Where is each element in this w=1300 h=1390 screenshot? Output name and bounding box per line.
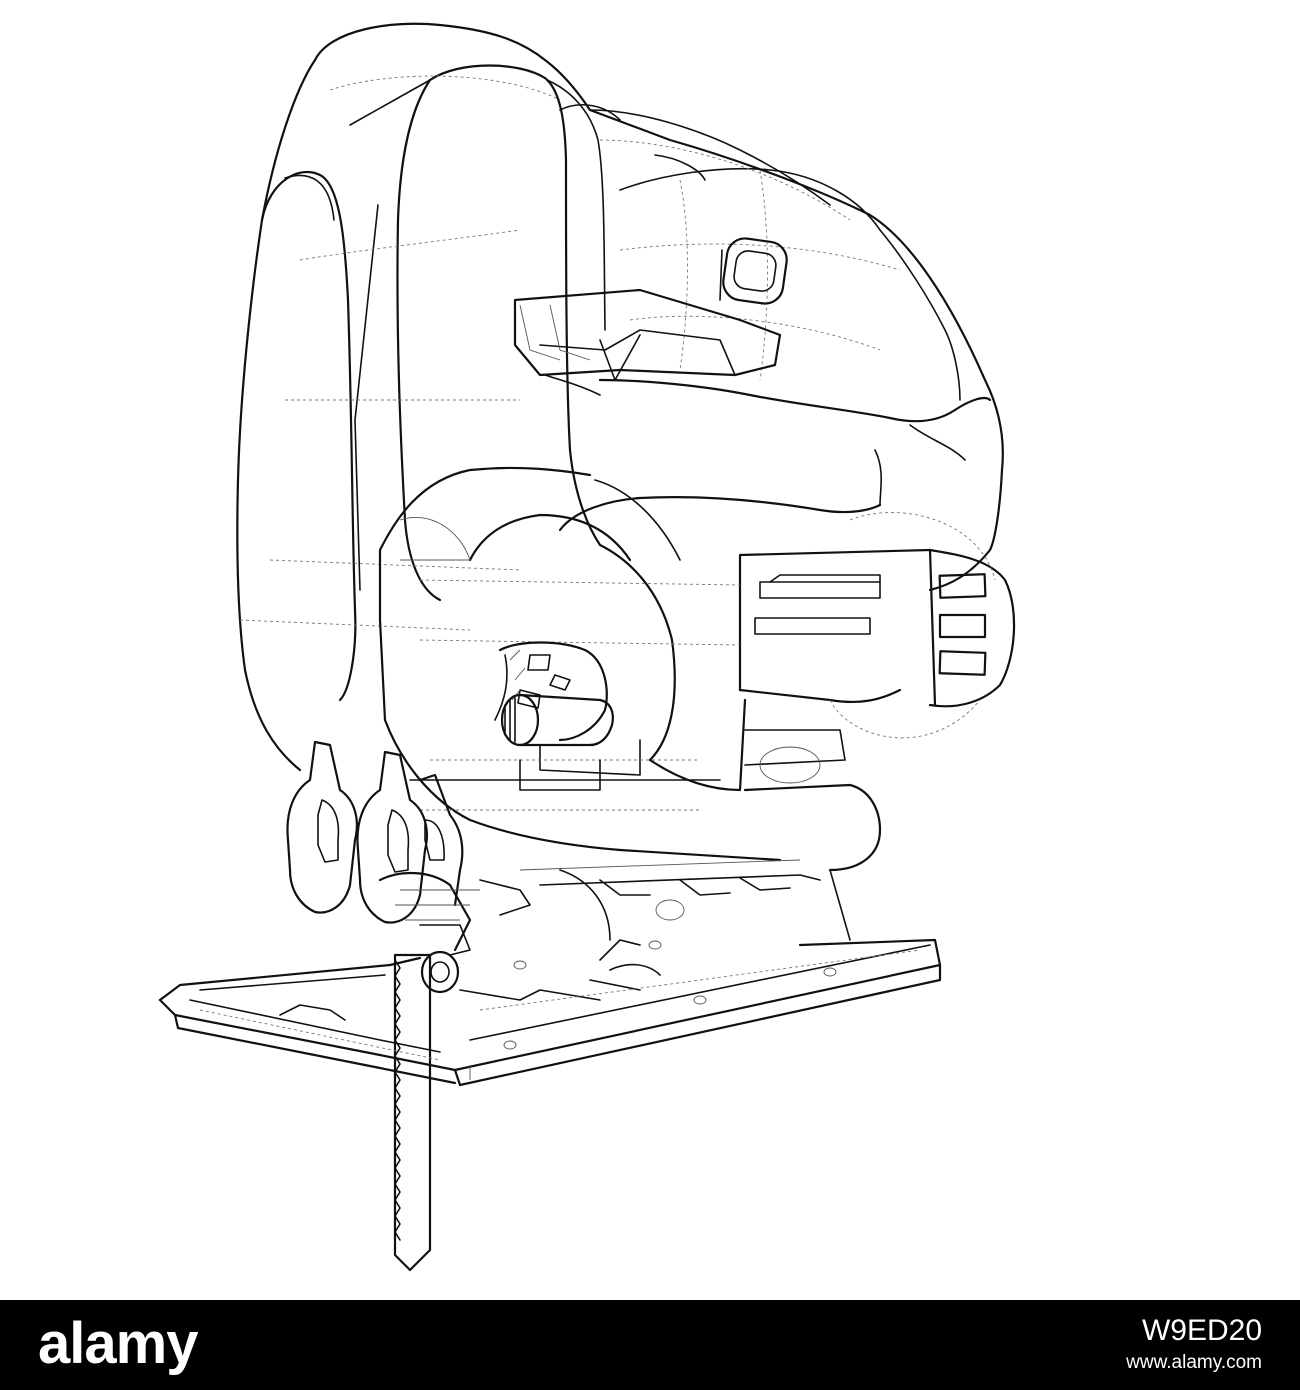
saw-blade <box>393 953 432 1272</box>
jigsaw-wireframe-illustration <box>158 22 1016 1272</box>
trigger-lock-button <box>719 237 788 305</box>
grip-lower-arch <box>558 378 992 532</box>
site-url-label: www.alamy.com <box>1126 1352 1262 1373</box>
image-id-label: W9ED20 <box>1141 1314 1262 1347</box>
blade-clamp-assembly <box>286 740 531 994</box>
handle-outer-shell <box>236 22 1004 772</box>
watermark-footer: alamy W9ED20 www.alamy.com <box>0 1300 1300 1390</box>
motor-housing <box>378 466 1016 762</box>
upper-body <box>589 109 961 401</box>
base-plate <box>158 869 942 1087</box>
alamy-logo: alamy <box>38 1311 198 1376</box>
trigger-assembly <box>513 288 782 396</box>
orbital-knob <box>500 693 641 776</box>
handle-inner-shell <box>239 64 621 631</box>
motor-vent-slots <box>754 573 987 676</box>
lower-housing <box>383 698 882 872</box>
speed-dial <box>494 641 608 742</box>
base-top-rail <box>519 859 821 896</box>
